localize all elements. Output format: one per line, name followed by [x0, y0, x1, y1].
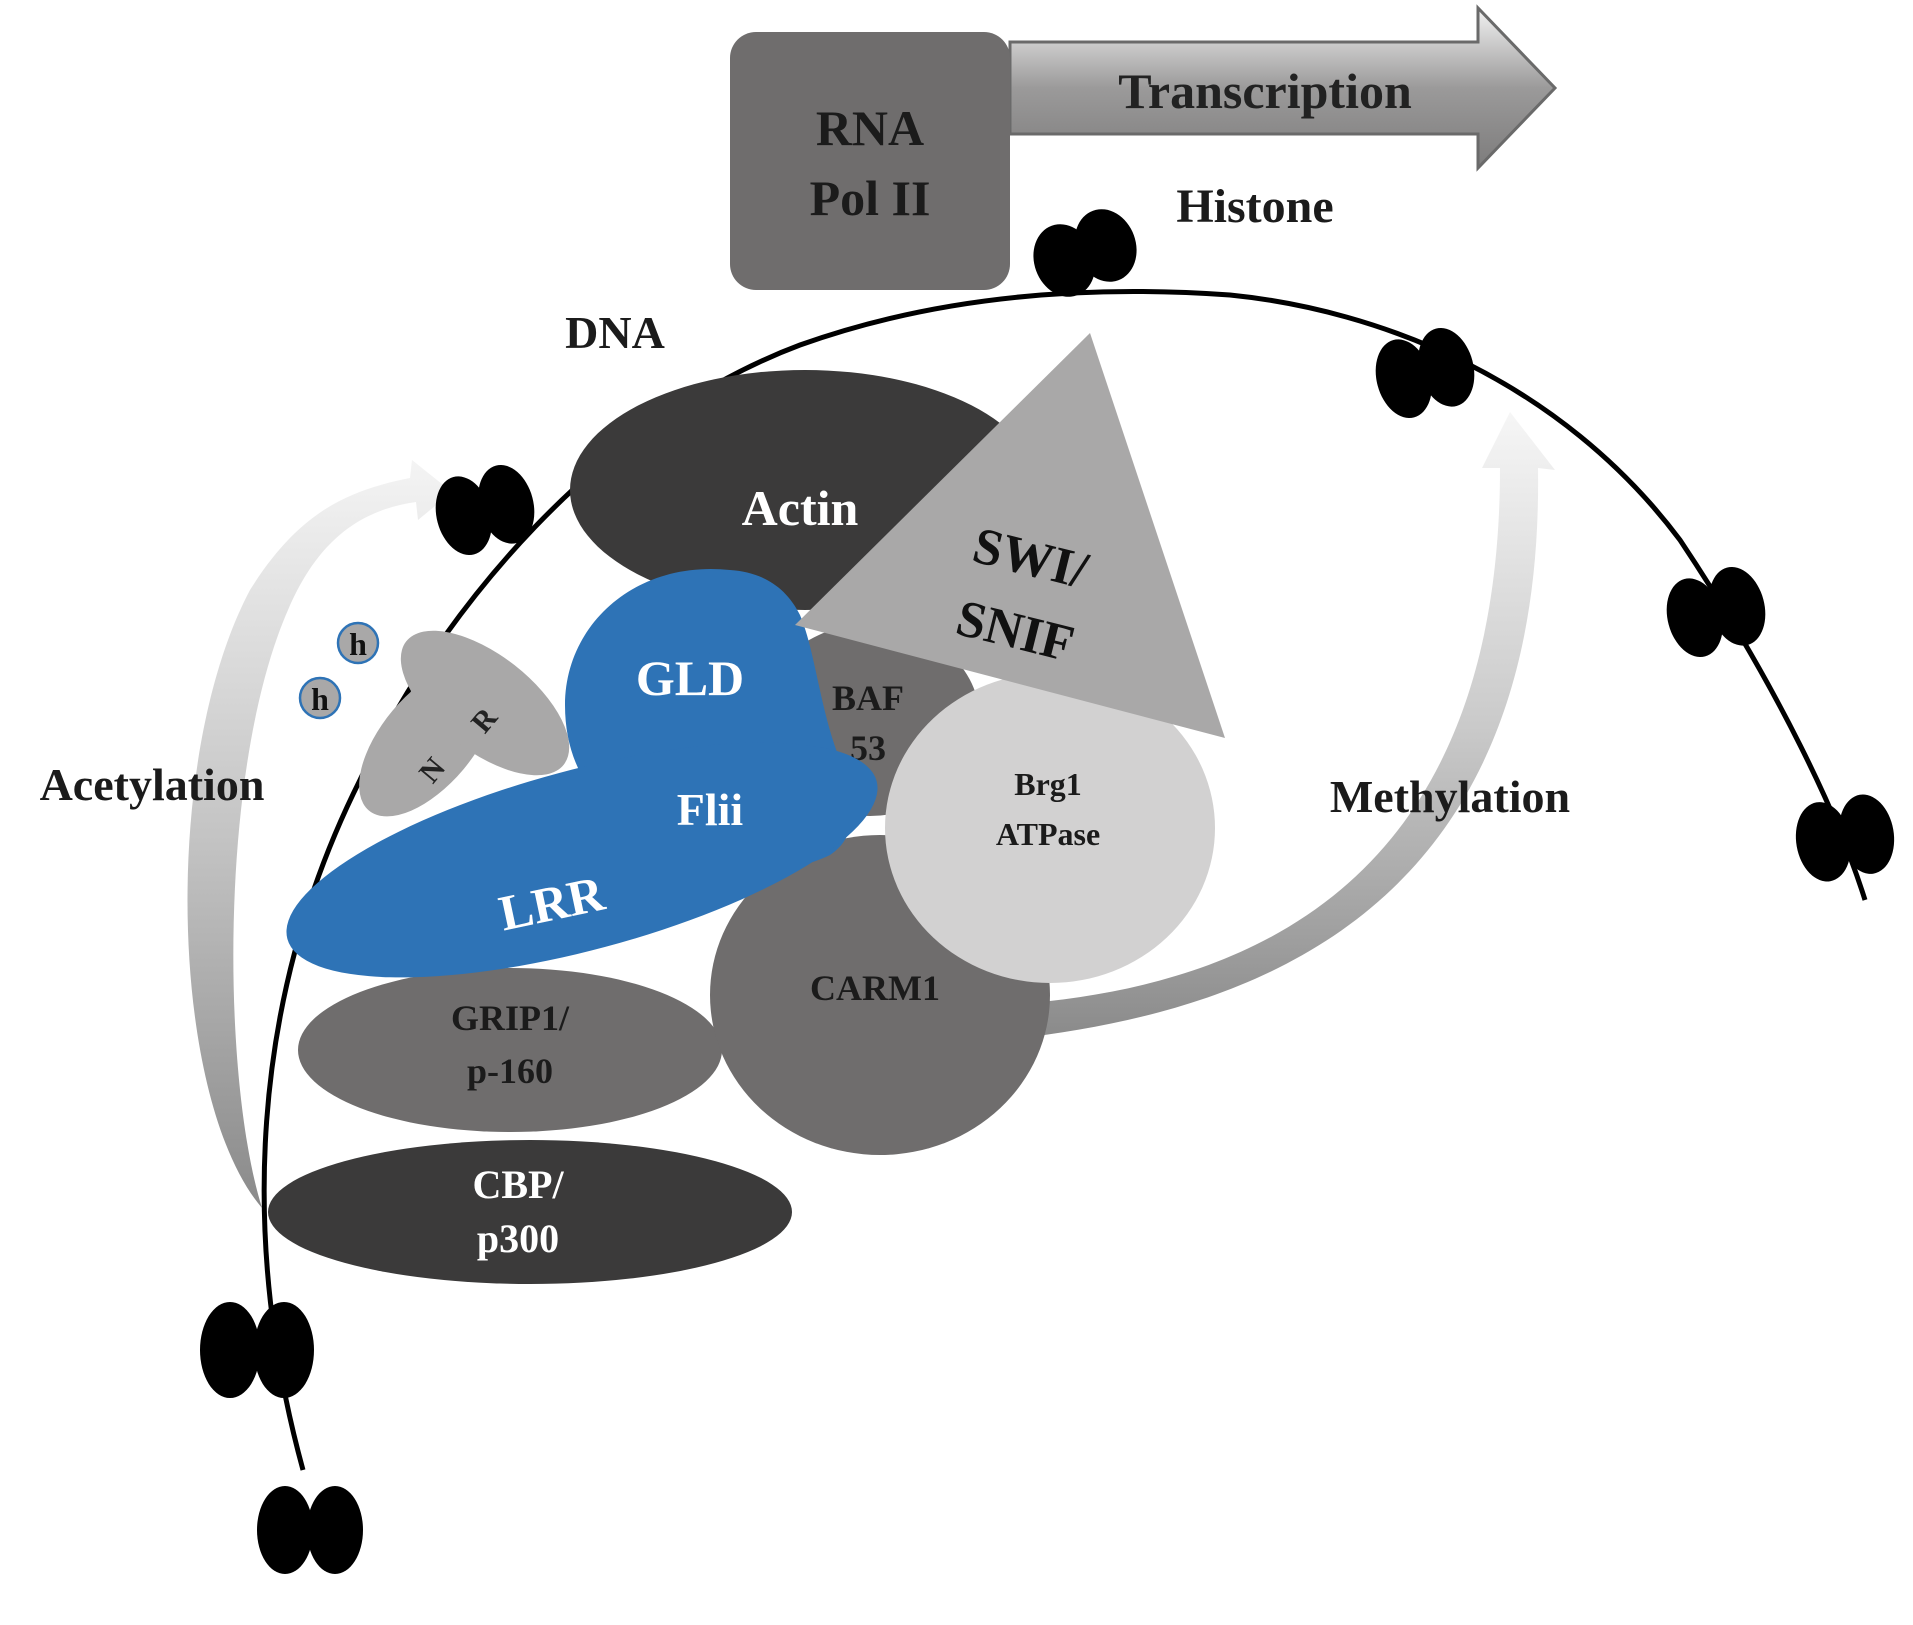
histone-7	[257, 1486, 363, 1574]
hormone-marker-1: h	[336, 621, 380, 665]
flii: GLD Flii LRR	[286, 568, 878, 978]
transcription-arrow: Transcription	[1008, 4, 1558, 172]
methylation-label: Methylation	[1330, 771, 1570, 822]
histone-5	[435, 465, 535, 555]
grip1-label-line1: GRIP1/	[451, 998, 570, 1038]
brg1-atpase: Brg1 ATPase	[885, 673, 1215, 983]
methylation-arrow	[1005, 412, 1555, 1040]
histone-label: Histone	[1176, 180, 1333, 233]
flii-lrr-domain	[286, 742, 878, 978]
histone-2	[1375, 328, 1475, 418]
cbp-label-line2: p300	[477, 1216, 559, 1261]
brg1-label-line1: Brg1	[1014, 766, 1082, 802]
histone-6	[200, 1302, 314, 1398]
carm1-label: CARM1	[810, 968, 940, 1008]
acetylation-label: Acetylation	[40, 759, 265, 810]
cbp-label-line1: CBP/	[472, 1162, 564, 1207]
dna-label: DNA	[565, 307, 665, 358]
grip1-label-line2: p-160	[467, 1051, 553, 1091]
hormone-marker-2-label: h	[311, 681, 329, 717]
rna-pol-ii: RNA Pol II	[730, 32, 1010, 290]
histone-3	[1666, 567, 1766, 657]
flii-label: Flii	[677, 784, 744, 835]
rna-pol-label-line2: Pol II	[810, 170, 931, 226]
transcription-label: Transcription	[1118, 63, 1412, 119]
gld-label: GLD	[636, 650, 744, 706]
nuclear-receptor: N R	[359, 630, 570, 817]
hormone-marker-2: h	[298, 676, 342, 720]
brg1-label-line2: ATPase	[996, 816, 1100, 852]
cbp-p300: CBP/ p300	[268, 1140, 792, 1284]
rna-pol-label-line1: RNA	[816, 100, 924, 156]
histone-1	[1033, 209, 1137, 297]
histone-4	[1795, 794, 1895, 882]
acetylation-arrow	[187, 460, 452, 1208]
hormone-marker-1-label: h	[349, 626, 367, 662]
swi-snif: SWI/ SNIF	[795, 333, 1225, 738]
actin-label: Actin	[742, 480, 859, 536]
baf53-label-line1: BAF	[832, 678, 904, 718]
grip1-p160: GRIP1/ p-160	[298, 968, 722, 1132]
